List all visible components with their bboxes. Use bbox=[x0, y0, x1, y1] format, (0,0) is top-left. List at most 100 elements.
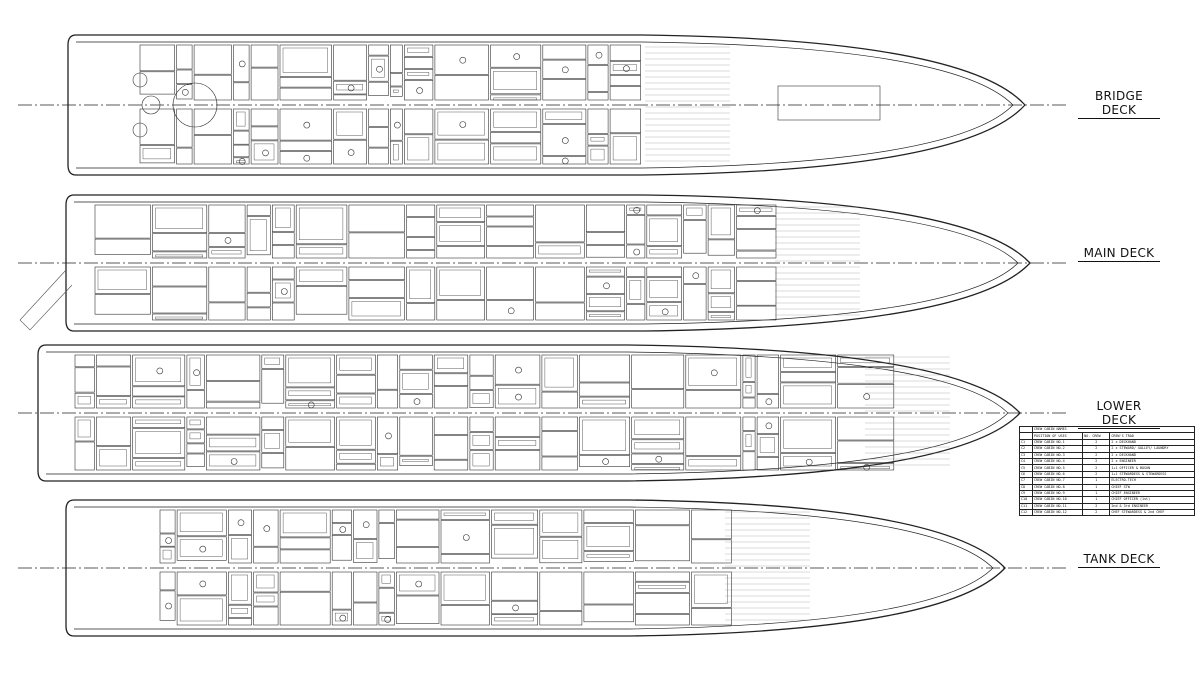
room-outline bbox=[96, 366, 131, 396]
room-outline bbox=[206, 381, 261, 402]
crew-table-header: NO. CREW bbox=[1082, 432, 1111, 440]
room-outline bbox=[376, 454, 398, 471]
room-outline bbox=[635, 613, 690, 626]
room-outline bbox=[396, 509, 440, 520]
room-outline bbox=[707, 312, 735, 321]
room-outline bbox=[193, 135, 232, 165]
room-outline bbox=[279, 140, 332, 151]
room-outline bbox=[396, 547, 440, 564]
furniture-outline bbox=[649, 249, 678, 255]
room-outline bbox=[285, 354, 335, 388]
room-outline bbox=[159, 509, 176, 534]
room-outline bbox=[585, 311, 625, 321]
room-outline bbox=[469, 354, 494, 376]
room-outline bbox=[250, 126, 279, 141]
room-outline bbox=[378, 612, 395, 626]
room-outline bbox=[261, 369, 285, 404]
room-outline bbox=[837, 367, 895, 384]
room-outline bbox=[186, 390, 205, 409]
furniture-outline bbox=[439, 225, 481, 242]
room-outline bbox=[261, 452, 285, 469]
furniture-outline bbox=[840, 357, 891, 363]
room-outline bbox=[631, 389, 685, 409]
room-outline bbox=[389, 73, 403, 87]
room-outline bbox=[436, 204, 485, 223]
furniture-outline bbox=[407, 47, 430, 53]
room-outline bbox=[635, 581, 690, 593]
room-outline bbox=[279, 571, 331, 592]
furniture-outline bbox=[351, 301, 401, 317]
room-outline bbox=[228, 618, 252, 626]
room-outline bbox=[271, 204, 295, 232]
room-outline bbox=[279, 87, 332, 101]
furniture-outline bbox=[710, 269, 731, 289]
furniture-outline bbox=[399, 574, 436, 592]
room-outline bbox=[378, 509, 395, 523]
furniture-outline bbox=[472, 393, 490, 404]
room-outline bbox=[253, 546, 279, 564]
room-outline bbox=[331, 535, 352, 561]
room-outline bbox=[579, 455, 631, 467]
room-outline bbox=[541, 456, 578, 471]
room-outline bbox=[253, 606, 279, 626]
room-outline bbox=[780, 382, 836, 409]
furniture-outline bbox=[336, 83, 363, 91]
room-outline bbox=[378, 571, 395, 588]
room-outline bbox=[399, 455, 433, 467]
furniture-outline bbox=[590, 137, 605, 142]
fixture-circle bbox=[182, 89, 189, 96]
room-outline bbox=[404, 69, 434, 80]
room-outline bbox=[742, 354, 756, 382]
room-outline bbox=[542, 79, 587, 101]
fixture-circle bbox=[303, 154, 311, 162]
fixture-circle bbox=[415, 580, 423, 588]
room-outline bbox=[404, 56, 434, 69]
room-outline bbox=[186, 354, 205, 390]
room-outline bbox=[756, 434, 779, 457]
tank-deck-label: TANK DECK bbox=[1078, 552, 1160, 568]
fixture-circle bbox=[238, 60, 246, 68]
room-outline bbox=[206, 451, 261, 471]
fixture-circle bbox=[384, 616, 392, 623]
room-outline bbox=[433, 416, 469, 435]
room-outline bbox=[542, 59, 587, 79]
furniture-outline bbox=[236, 160, 246, 164]
room-outline bbox=[206, 434, 261, 452]
room-outline bbox=[336, 393, 376, 409]
room-outline bbox=[583, 509, 634, 523]
room-outline bbox=[333, 139, 367, 165]
room-outline bbox=[404, 44, 434, 57]
room-outline bbox=[404, 108, 434, 135]
furniture-outline bbox=[155, 254, 203, 258]
room-outline bbox=[295, 285, 348, 315]
room-outline bbox=[626, 244, 646, 259]
room-outline bbox=[233, 144, 250, 158]
room-outline bbox=[756, 457, 779, 471]
room-outline bbox=[490, 132, 542, 144]
room-outline bbox=[399, 393, 433, 409]
room-outline bbox=[440, 554, 490, 564]
room-outline bbox=[348, 266, 405, 280]
room-outline bbox=[96, 354, 131, 367]
room-outline bbox=[579, 396, 631, 409]
furniture-outline bbox=[282, 47, 328, 73]
room-outline bbox=[396, 519, 440, 547]
fixture-circle bbox=[513, 53, 521, 60]
fixture-circle bbox=[515, 366, 522, 374]
room-outline bbox=[535, 242, 585, 259]
main-deck-label: MAIN DECK bbox=[1078, 246, 1160, 262]
fixture-circle bbox=[633, 206, 641, 214]
room-outline bbox=[469, 431, 494, 450]
room-outline bbox=[756, 354, 779, 394]
room-outline bbox=[535, 266, 585, 303]
furniture-outline bbox=[275, 282, 291, 299]
furniture-outline bbox=[209, 437, 257, 448]
fixture-circle bbox=[303, 121, 311, 129]
room-outline bbox=[406, 266, 436, 304]
